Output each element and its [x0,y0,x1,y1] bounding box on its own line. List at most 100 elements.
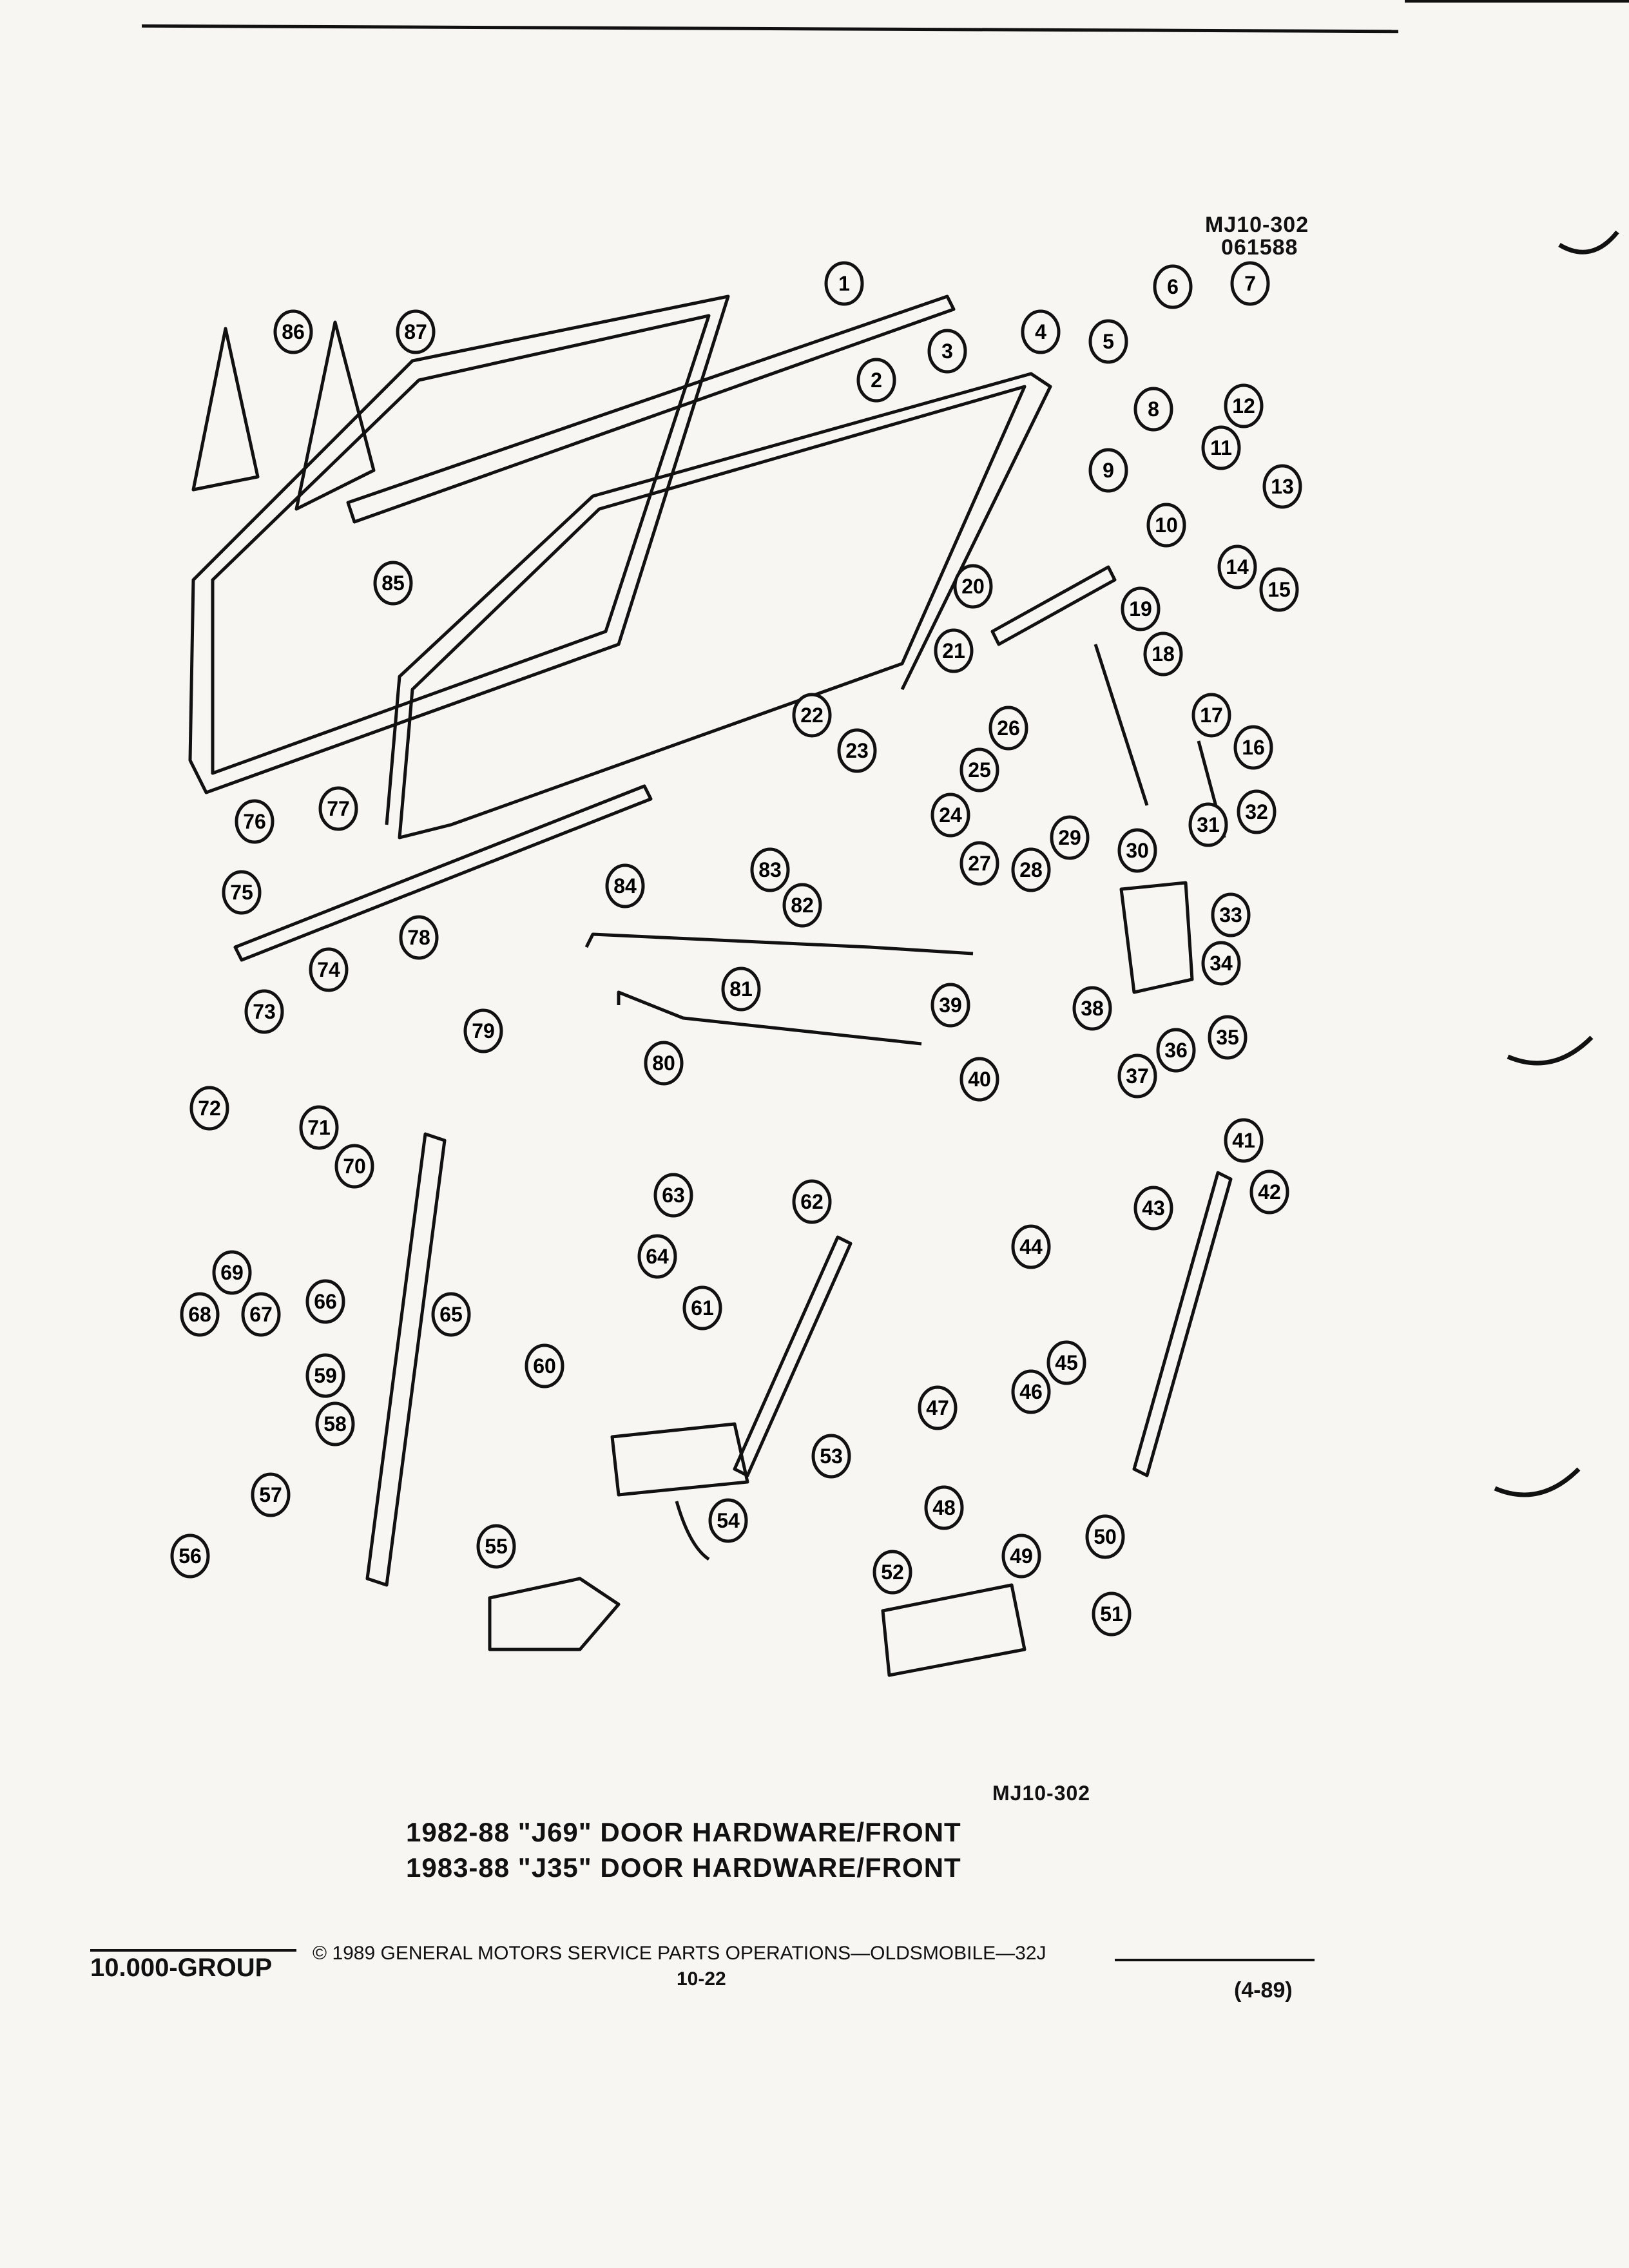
callout-circle [605,863,645,908]
callout-number: 85 [381,572,405,595]
callout-number: 76 [243,810,266,833]
callout-circle [750,847,790,892]
footer-group: 10.000-GROUP [90,1954,273,1982]
callout-circle [1156,1028,1196,1073]
callout-15: 15 [1259,567,1299,612]
callout-circle [959,841,999,886]
callout-circle [934,628,974,673]
margin-mark [1494,1467,1581,1497]
callout-number: 52 [881,1561,904,1584]
callout-number: 41 [1232,1129,1255,1152]
top-rule-right [1405,0,1629,3]
callout-circle [1233,725,1273,770]
callout-circle [1143,631,1183,677]
callout-number: 74 [317,958,340,981]
callout-number: 61 [691,1296,714,1320]
callout-circle [644,1041,684,1086]
callout-circle [212,1250,252,1295]
callout-number: 26 [997,716,1020,740]
callout-circle [930,983,970,1028]
callout-number: 79 [472,1019,495,1043]
callout-circle [1133,1186,1173,1231]
callout-32: 32 [1237,789,1277,834]
callout-8: 8 [1133,387,1173,432]
footer-rule-left [90,1949,296,1952]
callout-circle [1249,1169,1289,1215]
callout-77: 77 [318,786,358,831]
callout-18: 18 [1143,631,1183,677]
callout-number: 69 [220,1261,244,1284]
callout-circle [309,947,349,992]
callout-circle [782,883,822,928]
callout-number: 75 [230,881,253,904]
callout-28: 28 [1011,847,1051,892]
callout-circle [244,989,284,1034]
callout-51: 51 [1092,1591,1132,1637]
callout-circle [1117,1053,1157,1099]
callout-81: 81 [721,966,761,1012]
callout-46: 46 [1011,1369,1051,1414]
callout-number: 50 [1094,1525,1117,1548]
callout-22: 22 [792,693,832,738]
callout-59: 59 [305,1353,345,1398]
callout-circle [318,786,358,831]
callout-number: 32 [1245,800,1268,823]
callout-38: 38 [1072,986,1112,1031]
callout-number: 17 [1200,704,1223,727]
callout-number: 39 [939,994,962,1017]
callout-circle [399,915,439,960]
callout-number: 27 [968,852,991,875]
callout-number: 21 [942,639,965,662]
callout-circle [682,1285,722,1331]
caption-line-1: 1982-88 "J69" DOOR HARDWARE/FRONT [406,1817,961,1847]
callout-54: 54 [708,1498,748,1543]
callout-63: 63 [653,1173,693,1218]
callout-circle [927,329,967,374]
callout-number: 29 [1058,826,1081,849]
callout-circle [792,1179,832,1224]
callout-62: 62 [792,1179,832,1224]
callout-21: 21 [934,628,974,673]
callout-number: 86 [282,320,305,343]
callout-circle [334,1144,374,1189]
callout-number: 40 [968,1068,991,1091]
callout-14: 14 [1217,544,1257,590]
callout-10: 10 [1146,503,1186,548]
door-seal-87 [188,294,730,794]
callout-circle [1208,1015,1248,1060]
callout-24: 24 [930,793,970,838]
callout-circle [1191,693,1231,738]
callout-number: 4 [1035,320,1046,343]
window-glass-2 [398,385,1027,840]
callout-number: 66 [314,1290,337,1313]
callout-circle [708,1498,748,1543]
callout-number: 45 [1055,1351,1078,1374]
callout-52: 52 [872,1550,912,1595]
callout-39: 39 [930,983,970,1028]
callout-circle [872,1550,912,1595]
callout-number: 36 [1164,1039,1188,1062]
callout-number: 59 [314,1364,337,1387]
date-code: 061588 [1221,235,1298,260]
callout-67: 67 [241,1292,281,1337]
callout-circle [273,309,313,354]
callout-number: 37 [1126,1064,1149,1088]
callout-number: 15 [1268,578,1291,601]
callout-53: 53 [811,1434,851,1479]
callout-5: 5 [1088,319,1128,364]
callout-34: 34 [1201,941,1241,986]
callout-number: 2 [871,369,882,392]
callout-number: 12 [1232,394,1255,418]
rod-17 [1094,644,1149,806]
callout-circle [1050,815,1090,860]
callout-circle [1211,892,1251,937]
callout-number: 62 [800,1190,824,1213]
callout-45: 45 [1046,1340,1086,1385]
callout-33: 33 [1211,892,1251,937]
callout-number: 77 [327,797,350,820]
door-seal-87-inner [211,314,711,775]
callout-circle [1072,986,1112,1031]
callout-25: 25 [959,747,999,793]
footer-copyright: © 1989 GENERAL MOTORS SERVICE PARTS OPER… [313,1943,1046,1964]
callout-circle [811,1434,851,1479]
